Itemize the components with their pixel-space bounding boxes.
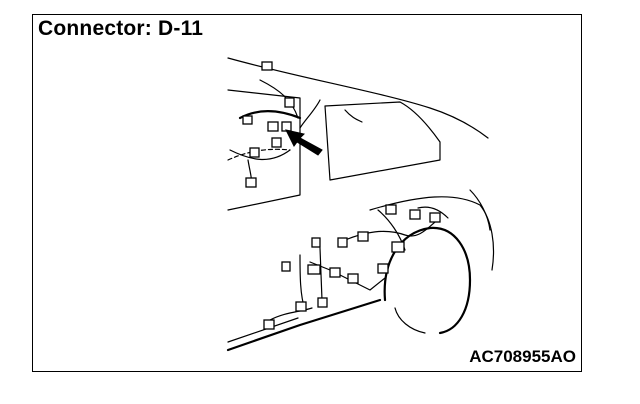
- connector-upper-6: [271, 137, 282, 148]
- connector-lower-14: [263, 319, 275, 330]
- connector-lower-9: [281, 261, 291, 272]
- connector-upper-1: [261, 61, 273, 71]
- diagram-title: Connector: D-11: [38, 17, 204, 40]
- connector-lower-7: [311, 237, 321, 248]
- connector-lower-12: [377, 263, 389, 274]
- connector-upper-3: [242, 115, 253, 125]
- connector-upper-7: [249, 147, 260, 158]
- connector-lower-10: [329, 267, 341, 278]
- connector-upper-4: [267, 121, 279, 132]
- connector-lower-3: [429, 212, 441, 223]
- diagram-frame: [32, 14, 582, 372]
- connector-lower-13: [295, 301, 307, 312]
- connector-lower-6: [391, 241, 405, 253]
- connector-lower-4: [337, 237, 348, 248]
- lower-body-section: [226, 189, 495, 352]
- connector-lower-2: [409, 209, 421, 220]
- figure-code: AC708955AO: [469, 347, 576, 366]
- arrow-pointer-icon: [285, 129, 323, 156]
- connector-lower-1: [385, 204, 397, 215]
- connector-lower-15: [317, 297, 328, 308]
- connector-lower-11: [347, 273, 359, 284]
- connector-upper-2: [284, 97, 295, 108]
- upper-body-section: [227, 57, 489, 211]
- connector-lower-5: [357, 231, 369, 242]
- connector-upper-8: [245, 177, 257, 188]
- connector-lower-8: [307, 264, 321, 275]
